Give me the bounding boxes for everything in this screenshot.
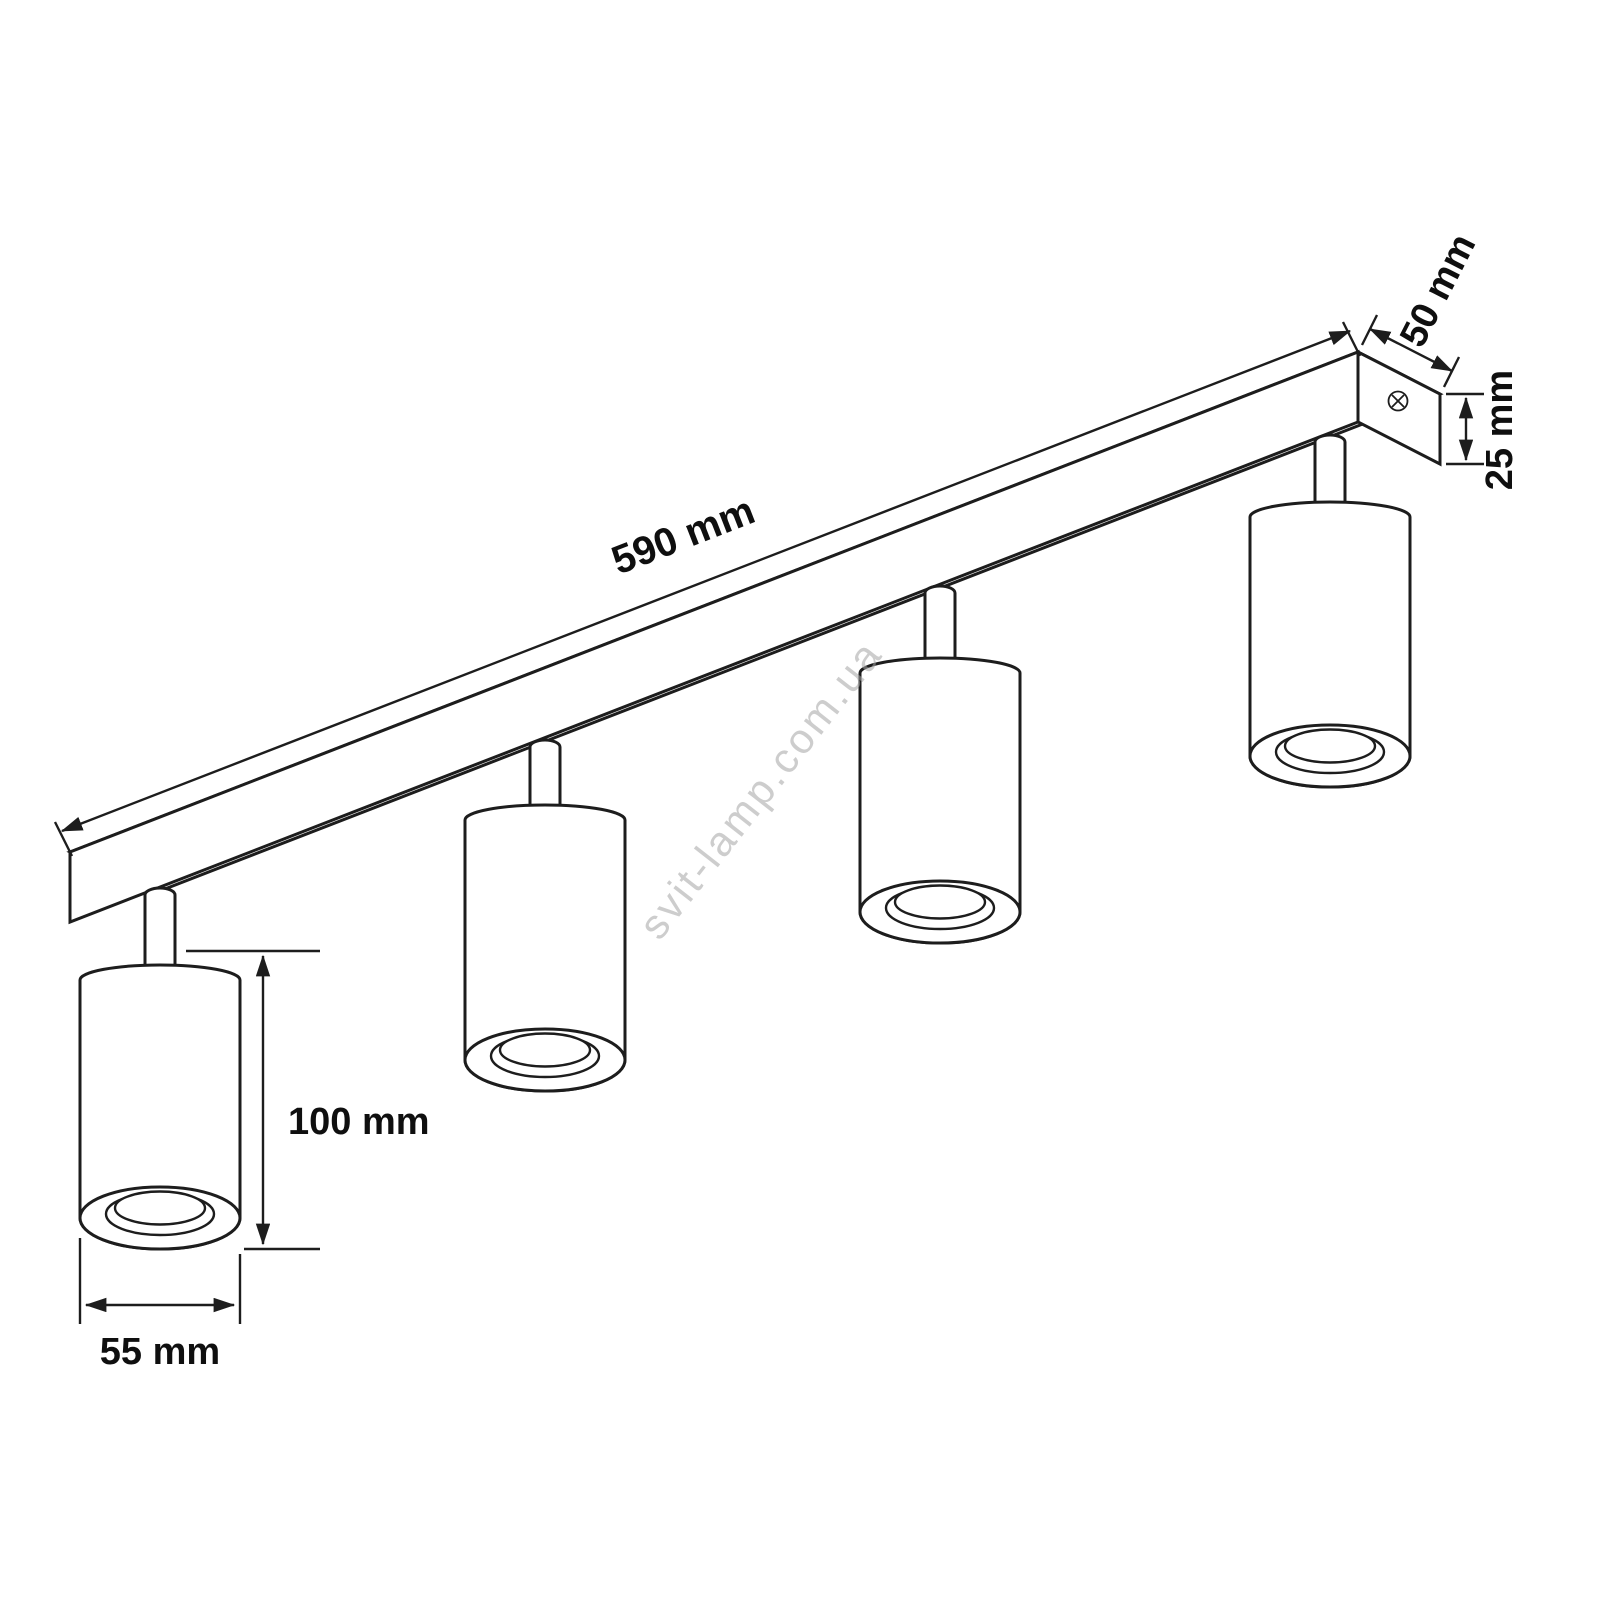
rail-end-face xyxy=(1356,349,1442,467)
spotlight-lens xyxy=(498,1032,592,1068)
screw-icon xyxy=(1387,390,1409,412)
dimension-rail-height xyxy=(1446,392,1484,466)
spotlight-stem xyxy=(1313,433,1347,508)
extension-line xyxy=(1341,321,1362,357)
spotlight-lens xyxy=(893,884,987,920)
dimension-label-spot-height: 100 mm xyxy=(288,1101,430,1143)
spotlight-1 xyxy=(78,886,242,1251)
spotlight-3 xyxy=(858,584,1022,945)
mounting-rail xyxy=(66,349,1444,925)
dimension-rail-length xyxy=(53,321,1362,857)
spotlight-2 xyxy=(463,738,627,1093)
dimension-label-rail-depth: 50 mm xyxy=(1392,227,1484,353)
dimension-label-rail-height: 25 mm xyxy=(1479,370,1521,490)
spotlight-stem xyxy=(923,584,957,664)
dimension-line xyxy=(1368,327,1454,373)
dimension-spot-diameter xyxy=(78,1238,242,1324)
extension-line xyxy=(53,821,74,857)
dimension-rail-depth xyxy=(1360,314,1461,388)
extension-line xyxy=(1442,356,1461,388)
spotlight-4 xyxy=(1248,433,1412,789)
spotlight-lens xyxy=(113,1190,207,1226)
spotlight-stem xyxy=(143,886,177,971)
dimension-label-spot-diameter: 55 mm xyxy=(100,1331,220,1373)
line-art-layer xyxy=(53,314,1484,1324)
dimension-line xyxy=(60,329,1352,833)
dimension-lines xyxy=(53,314,1484,1324)
dimension-spot-height xyxy=(186,949,320,1251)
spotlight-lens xyxy=(1283,728,1377,764)
spotlight-stem xyxy=(528,738,562,811)
